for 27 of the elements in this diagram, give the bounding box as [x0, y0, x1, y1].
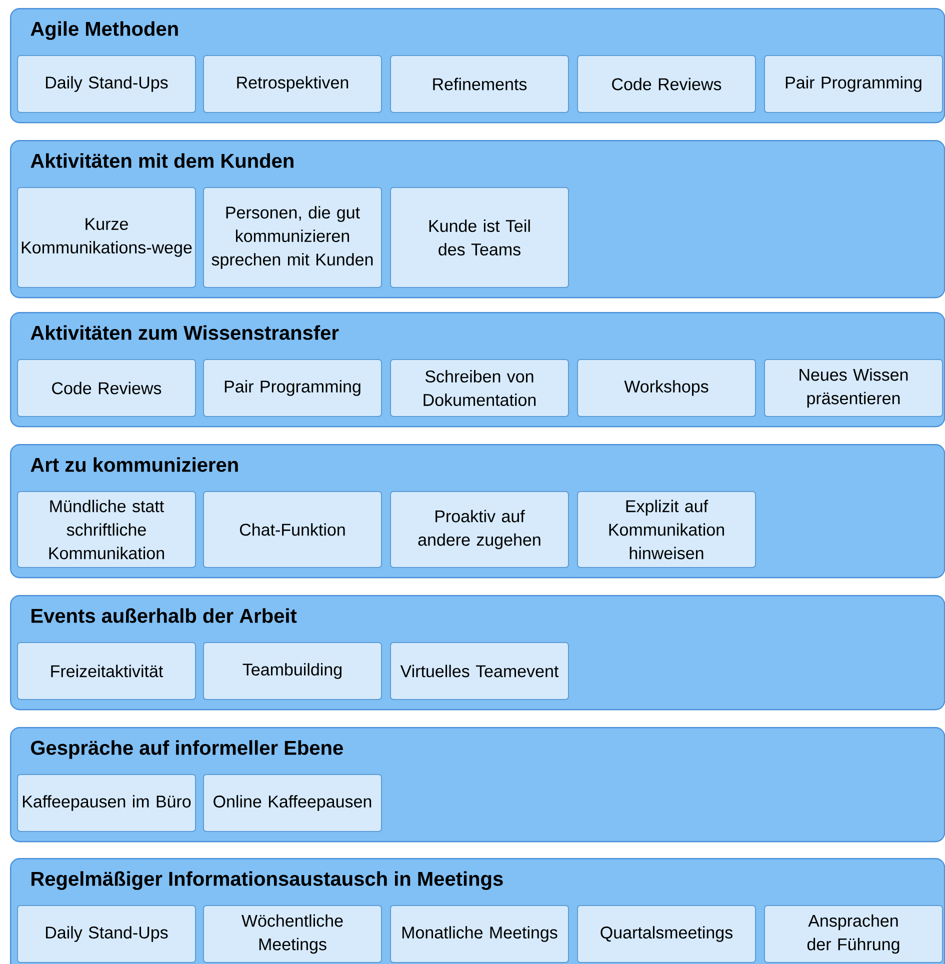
item-box: Teambuilding	[203, 642, 382, 700]
item-box: Wöchentliche Meetings	[203, 905, 382, 963]
item-box: Refinements	[390, 55, 569, 113]
item-box: Explizit auf Kommunikation hinweisen	[577, 491, 756, 568]
item-box: Mündliche statt schriftliche Kommunikation	[17, 491, 196, 568]
item-box: Kurze Kommunikations-wege	[17, 187, 196, 288]
item-box: Quartalsmeetings	[577, 905, 756, 963]
item-box: Code Reviews	[577, 55, 756, 113]
item-box: Freizeitaktivität	[17, 642, 196, 700]
item-box: Neues Wissen präsentieren	[764, 359, 943, 417]
item-box: Pair Programming	[764, 55, 943, 113]
item-box: Online Kaffeepausen	[203, 774, 382, 832]
item-box: Monatliche Meetings	[390, 905, 569, 963]
item-box: Kunde ist Teil des Teams	[390, 187, 569, 288]
item-box: Ansprachen der Führung	[764, 905, 943, 963]
item-box: Code Reviews	[17, 359, 196, 417]
item-box: Schreiben von Dokumentation	[390, 359, 569, 417]
item-box: Daily Stand-Ups	[17, 905, 196, 963]
item-box: Personen, die gut kommunizieren sprechen mit Kunden	[203, 187, 382, 288]
item-box: Daily Stand-Ups	[17, 55, 196, 113]
item-box: Chat-Funktion	[203, 491, 382, 568]
item-box: Pair Programming	[203, 359, 382, 417]
item-box: Workshops	[577, 359, 756, 417]
item-box: Kaffeepausen im Büro	[17, 774, 196, 832]
item-box: Retrospektiven	[203, 55, 382, 113]
item-box: Virtuelles Teamevent	[390, 642, 569, 700]
item-box: Proaktiv auf andere zugehen	[390, 491, 569, 568]
